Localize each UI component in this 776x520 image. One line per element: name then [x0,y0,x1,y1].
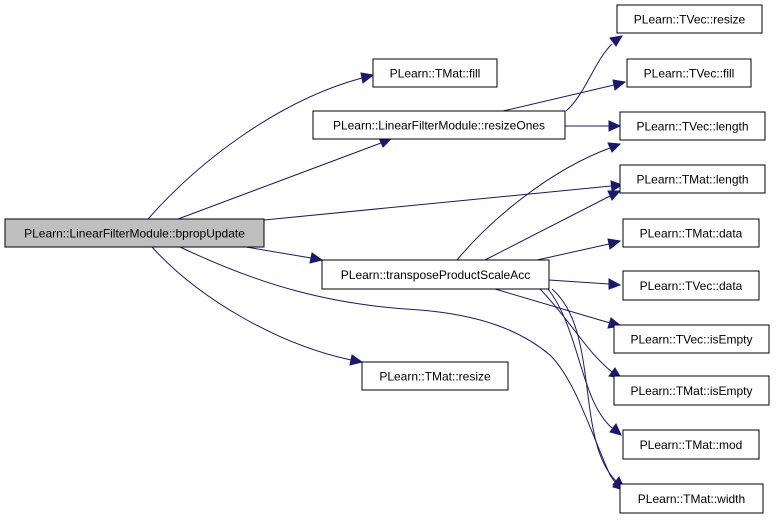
node-transposeproductscaleacc-label: PLearn::transposeProductScaleAcc [341,268,530,282]
node-tvec-isempty-label: PLearn::TVec::isEmpty [630,333,752,347]
node-tmat-data-label: PLearn::TMat::data [640,227,743,241]
edge-bpropupdate-to-tmat-fill [147,72,375,220]
node-tvec-length[interactable]: PLearn::TVec::length [619,111,766,141]
node-resizeones[interactable]: PLearn::LinearFilterModule::resizeOnes [312,110,566,140]
edge-bpropupdate-to-transposeproductscaleacc [239,245,324,264]
node-tmat-length-label: PLearn::TMat::length [636,173,748,187]
edge-bpropupdate-to-tmat-resize [151,246,364,366]
node-bpropupdate-label: PLearn::LinearFilterModule::bpropUpdate [24,227,245,241]
nodes: PLearn::LinearFilterModule::bpropUpdate … [4,4,770,514]
node-tmat-mod[interactable]: PLearn::TMat::mod [622,429,760,460]
node-tvec-resize-label: PLearn::TVec::resize [634,13,746,27]
edge-bpropupdate-to-resizeones [177,137,393,220]
node-resizeones-label: PLearn::LinearFilterModule::resizeOnes [333,119,545,133]
node-tvec-isempty[interactable]: PLearn::TVec::isEmpty [613,324,770,354]
node-tmat-fill-label: PLearn::TMat::fill [390,67,481,81]
node-tmat-width-label: PLearn::TMat::width [638,492,745,506]
edge-transposeproductscaleacc-to-tvec-length [456,142,622,261]
node-tmat-fill[interactable]: PLearn::TMat::fill [372,58,498,88]
node-tvec-length-label: PLearn::TVec::length [636,120,748,134]
node-transposeproductscaleacc[interactable]: PLearn::transposeProductScaleAcc [321,259,550,290]
edge-resizeones-to-tvec-fill [502,79,627,112]
node-tmat-resize[interactable]: PLearn::TMat::resize [361,361,509,391]
node-tmat-resize-label: PLearn::TMat::resize [379,370,491,384]
node-tmat-data[interactable]: PLearn::TMat::data [622,218,760,248]
edge-transposeproductscaleacc-to-tvec-data [548,278,622,290]
node-tvec-data-label: PLearn::TVec::data [640,279,743,293]
edges [147,35,627,491]
node-tmat-isempty[interactable]: PLearn::TMat::isEmpty [613,375,770,406]
node-tmat-isempty-label: PLearn::TMat::isEmpty [630,384,752,398]
edge-bpropupdate-to-tmat-length [263,180,624,221]
edge-resizeones-to-tvec-resize [565,35,623,112]
edge-transposeproductscaleacc-to-tmat-data [536,238,622,261]
edge-transposeproductscaleacc-to-tmat-length [484,190,622,261]
edge-resizeones-to-tvec-length [565,120,622,132]
node-bpropupdate[interactable]: PLearn::LinearFilterModule::bpropUpdate [4,218,265,248]
node-tmat-mod-label: PLearn::TMat::mod [640,438,743,452]
node-tmat-length[interactable]: PLearn::TMat::length [619,164,766,194]
edge-transposeproductscaleacc-to-tmat-mod [547,288,622,436]
node-tmat-width[interactable]: PLearn::TMat::width [619,483,764,514]
node-tvec-fill[interactable]: PLearn::TVec::fill [626,58,752,88]
node-tvec-resize[interactable]: PLearn::TVec::resize [616,4,763,34]
node-tvec-fill-label: PLearn::TVec::fill [644,67,735,81]
node-tvec-data[interactable]: PLearn::TVec::data [622,270,760,301]
